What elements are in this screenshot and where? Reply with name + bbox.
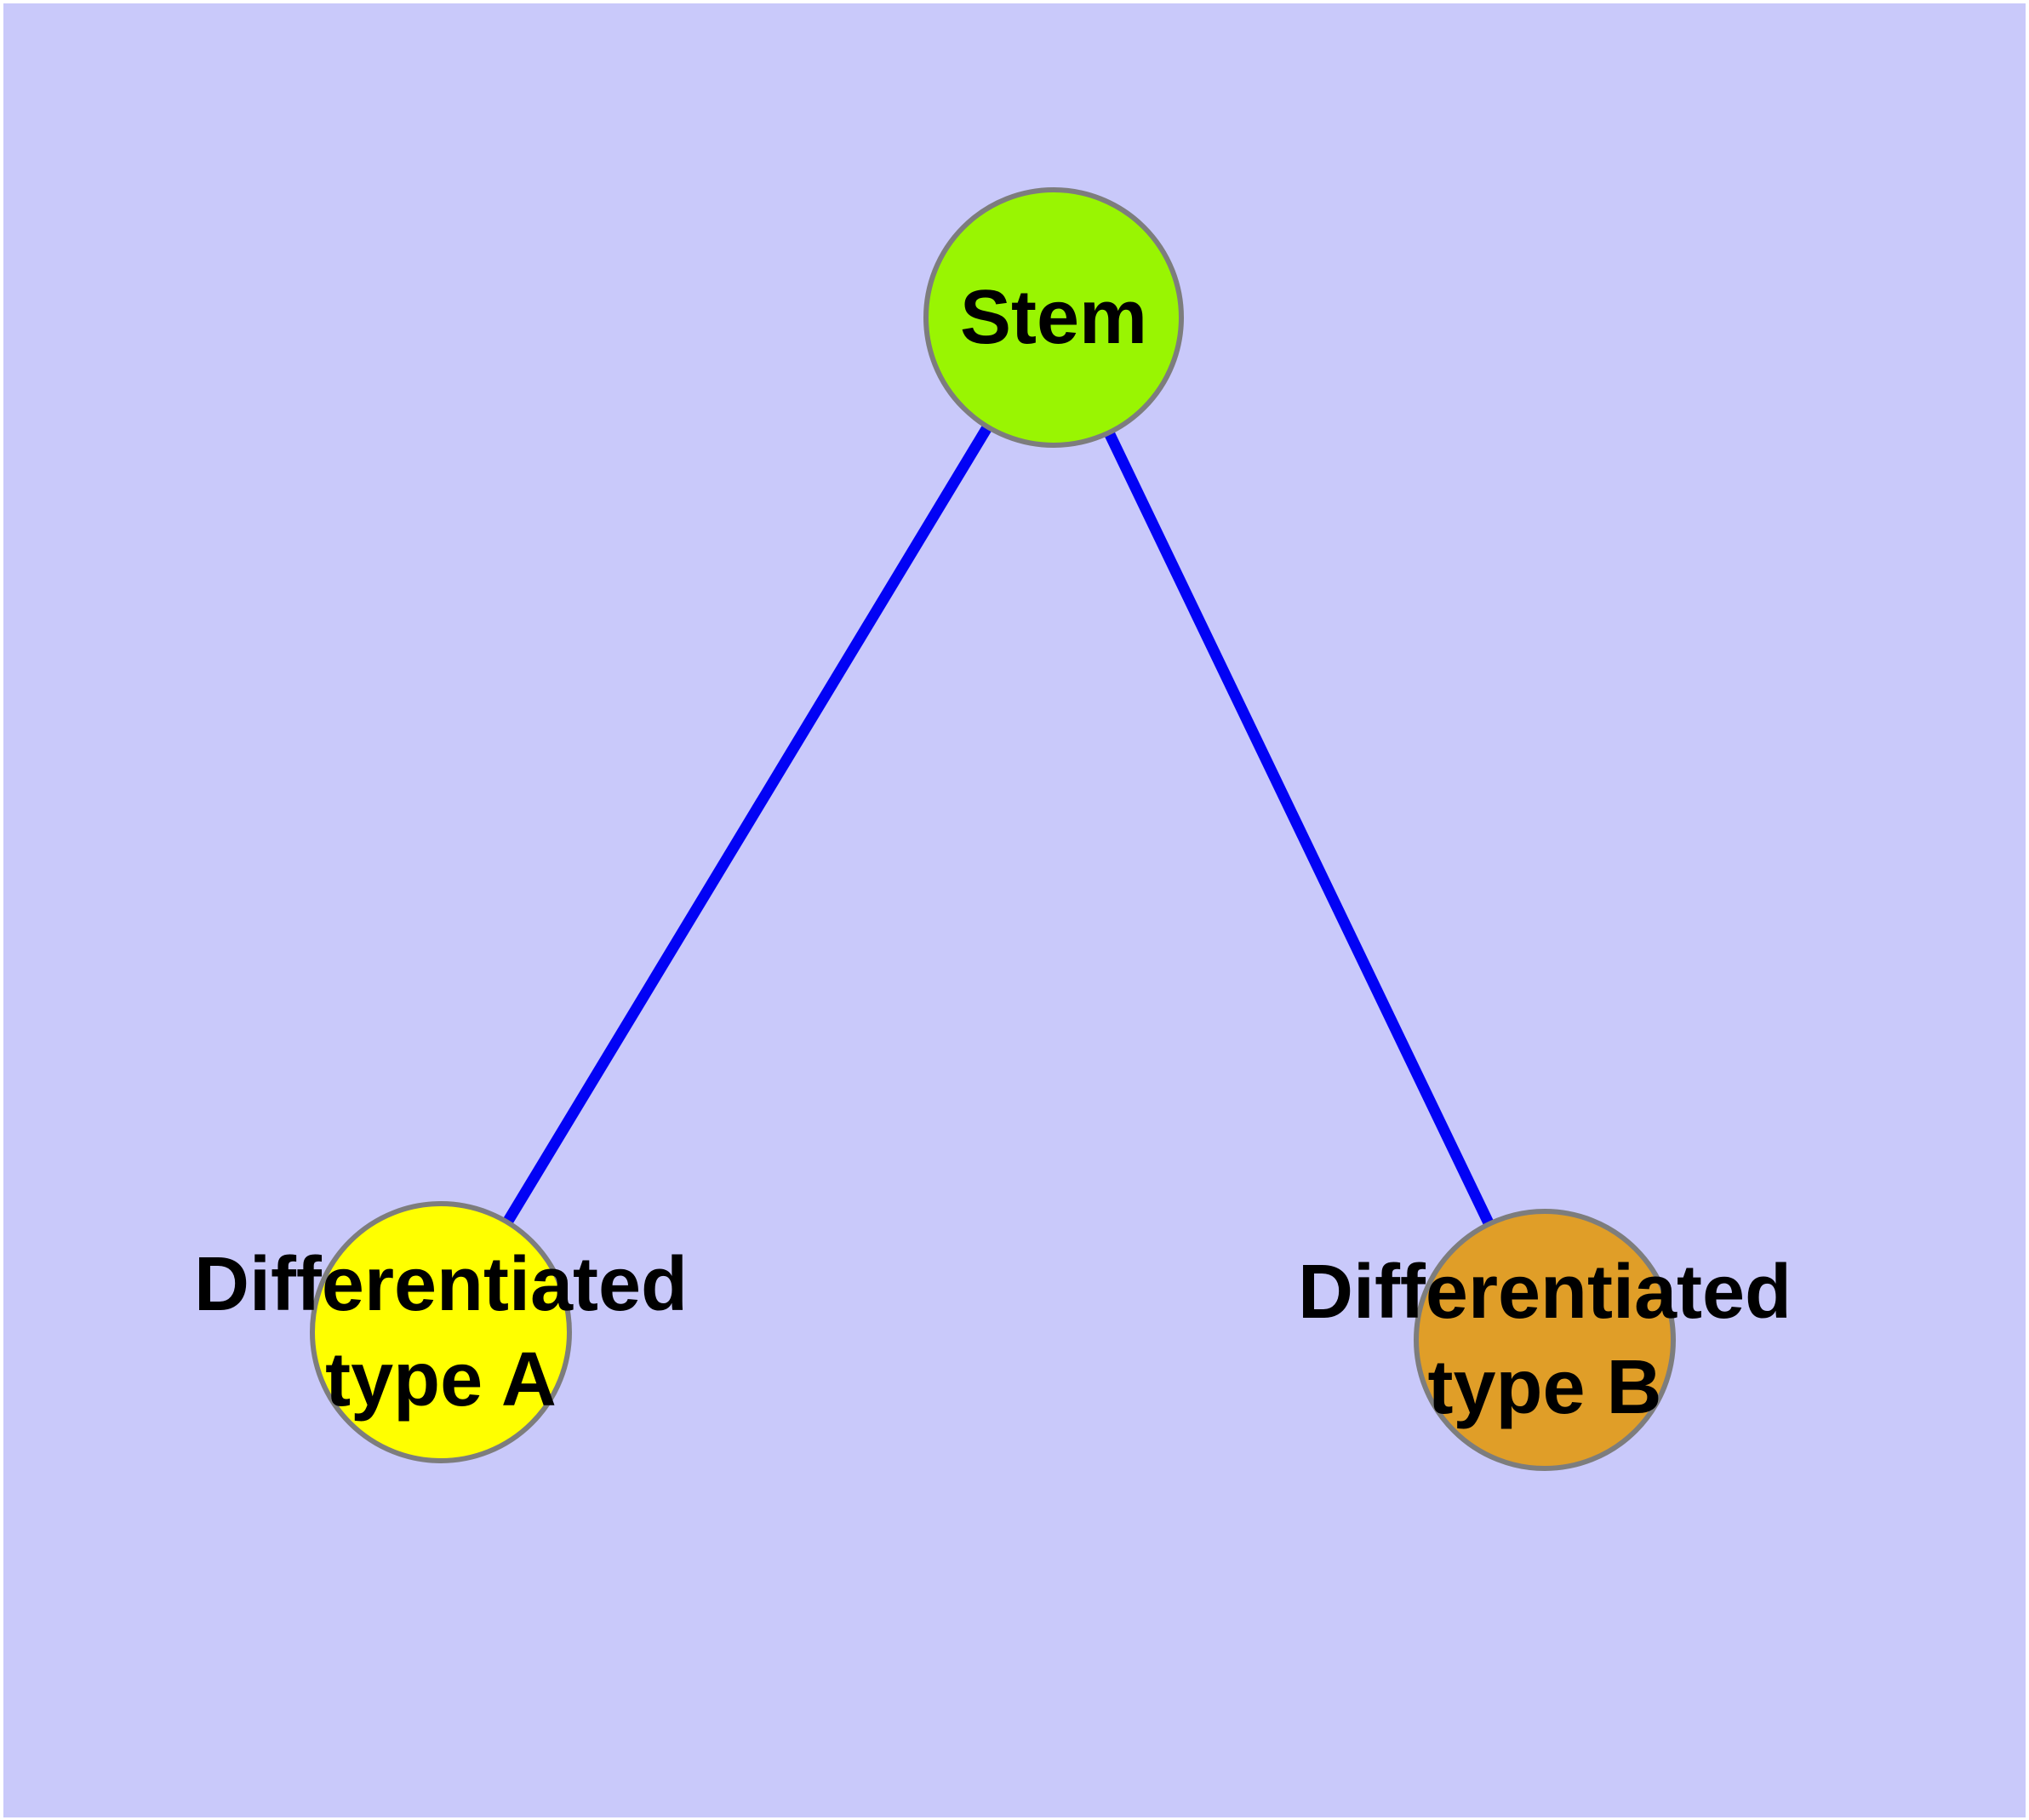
node-stem-label-line-1: Stem (960, 275, 1147, 360)
node-differentiated-type-b-label: Differentiated type B (1298, 1250, 1792, 1430)
node-differentiated-type-a-label-line-1: Differentiated (194, 1242, 688, 1327)
node-differentiated-type-a-circle (310, 1201, 572, 1463)
node-stem-label: Stem (960, 275, 1147, 360)
edge-stem-to-differentiated-type-b (1049, 315, 1550, 1342)
node-differentiated-type-a-label: Differentiated type A (194, 1242, 688, 1422)
node-differentiated-type-a-label-line-2: type A (325, 1337, 557, 1422)
node-stem-circle (923, 187, 1184, 448)
node-differentiated-type-b-label-line-2: type B (1427, 1345, 1661, 1430)
node-differentiated-type-b-label-line-1: Differentiated (1298, 1250, 1792, 1335)
edge-stem-to-differentiated-type-a (436, 314, 1059, 1336)
node-differentiated-type-b-circle (1414, 1209, 1676, 1471)
